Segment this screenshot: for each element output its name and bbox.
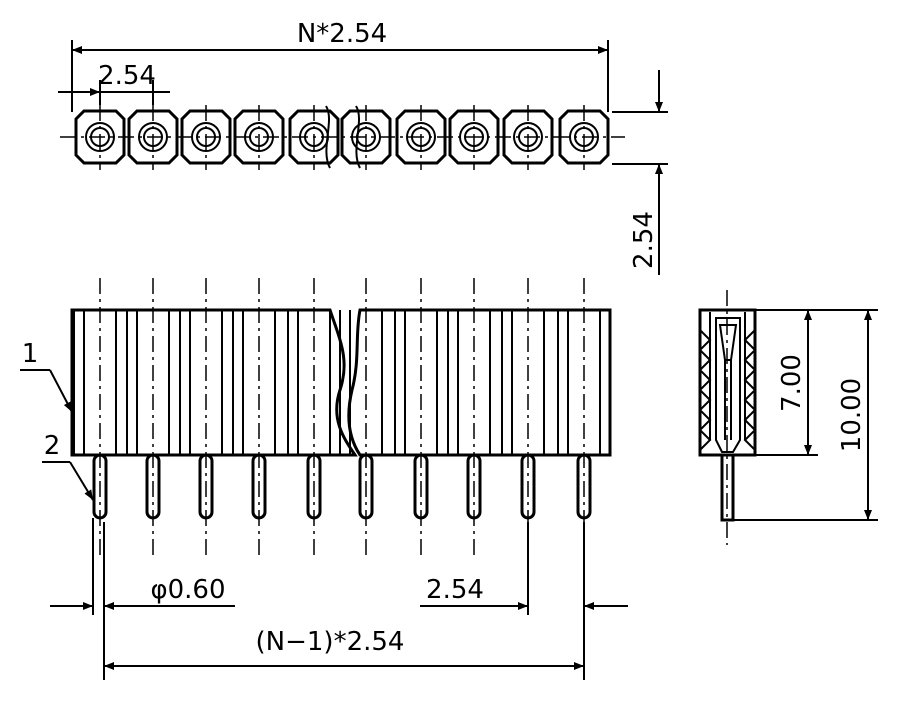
label-pin-span: (N−1)*2.54	[256, 627, 405, 657]
top-break-marks	[325, 105, 361, 169]
front-view: 1 2 φ0.60 2.54 (N−1)*2.54	[20, 278, 628, 680]
label-row-height: 2.54	[629, 211, 659, 269]
callout-2-arrow	[69, 461, 94, 501]
callout-2: 2	[44, 431, 61, 461]
label-overall-height: 10.00	[837, 378, 867, 452]
callout-1-arrow	[49, 369, 73, 413]
top-hole-outer	[85, 122, 115, 152]
side-hatch-left	[698, 329, 712, 451]
top-hole-outer	[406, 122, 436, 152]
label-total-length: N*2.54	[297, 19, 387, 49]
label-bottom-pitch: 2.54	[426, 575, 484, 605]
label-top-pitch: 2.54	[98, 61, 156, 91]
side-hatch-right	[743, 329, 757, 451]
callout-1: 1	[22, 339, 39, 369]
label-pin-diameter: φ0.60	[150, 575, 225, 605]
side-view: 7.00 10.00	[698, 290, 878, 545]
side-contact	[715, 317, 741, 453]
front-insulator-left	[70, 308, 358, 457]
top-view: N*2.54 2.54 2.54	[58, 19, 668, 275]
front-insulator-right	[347, 308, 612, 457]
label-insulator-height: 7.00	[777, 354, 807, 412]
top-hole-outer	[513, 122, 543, 152]
